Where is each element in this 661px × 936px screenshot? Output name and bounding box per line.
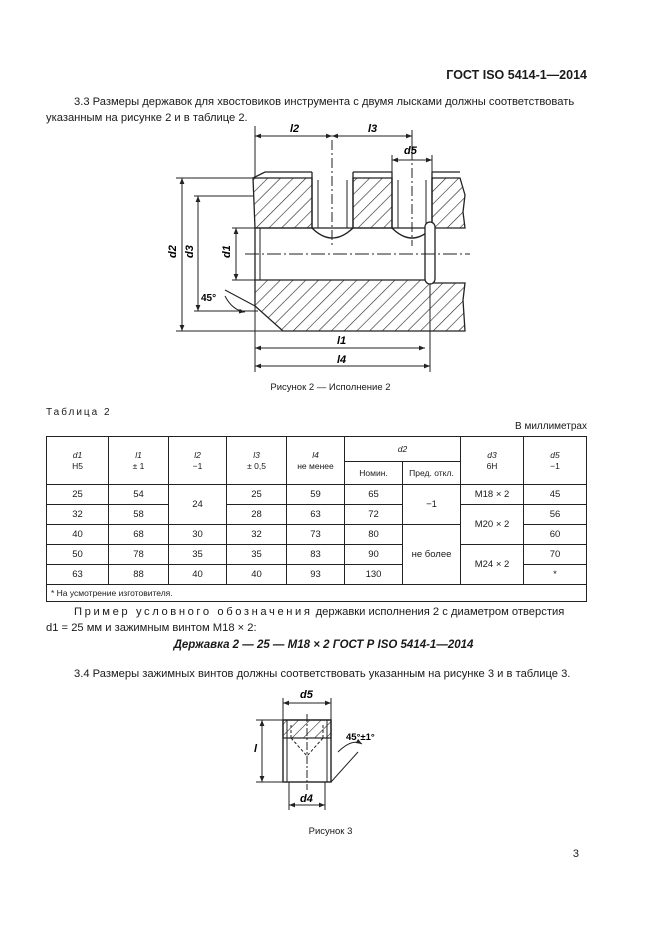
table-footnote-row: * На усмотрение изготовителя. <box>46 584 587 602</box>
table-row: 32 58 28 63 72 M20 × 2 56 <box>46 504 587 545</box>
label-angle-45: 45° <box>201 293 216 304</box>
label-l2: l2 <box>290 123 299 135</box>
example-designation: Державка 2 — 25 — M18 × 2 ГОСТ Р ISO 541… <box>173 639 474 651</box>
example-paragraph: Пример условного обозначения державки ис… <box>46 606 565 634</box>
label-d5: d5 <box>404 145 418 157</box>
col-l1: l1± 1 <box>108 436 169 485</box>
paragraph-3-4: 3.4 Размеры зажимных винтов должны соотв… <box>74 668 571 680</box>
table-row: 40 68 30 32 73 80 не более 60 <box>46 524 587 585</box>
col-l3: l3± 0,5 <box>226 436 287 485</box>
figure-2-caption: Рисунок 2 — Исполнение 2 <box>270 382 391 393</box>
label-l1: l1 <box>337 335 346 347</box>
label-d2: d2 <box>167 245 179 258</box>
fig3-label-d4: d4 <box>300 793 313 805</box>
figure-3-drawing: d5 l d4 45°±1° <box>254 689 375 810</box>
label-l4: l4 <box>337 354 346 366</box>
paragraph-3-3: 3.3 Размеры державок для хвостовиков инс… <box>46 96 575 124</box>
col-d5: d5−1 <box>523 436 587 485</box>
document-header: ГОСТ ISO 5414-1—2014 <box>446 68 587 82</box>
label-d3: d3 <box>184 245 196 258</box>
fig3-label-d5: d5 <box>300 689 314 701</box>
fig3-label-angle: 45°±1° <box>346 732 375 743</box>
figure-3-caption: Рисунок 3 <box>308 826 353 837</box>
table-2-label: Таблица 2 <box>46 407 112 418</box>
table-2-units: В миллиметрах <box>515 421 587 432</box>
figure-2-drawing: l2 l3 d5 d2 d3 d1 45° l1 l4 <box>167 123 470 372</box>
table-footnote: * На усмотрение изготовителя. <box>46 584 587 602</box>
col-l2: l2−1 <box>168 436 227 485</box>
label-l3: l3 <box>368 123 377 135</box>
table-row: 63 88 40 40 93 130 * <box>46 564 587 585</box>
fig3-label-l: l <box>254 743 258 755</box>
table-subheader-row: Номин. Пред. откл. <box>47 461 587 485</box>
label-d1: d1 <box>221 245 233 258</box>
page-number: 3 <box>572 848 579 860</box>
